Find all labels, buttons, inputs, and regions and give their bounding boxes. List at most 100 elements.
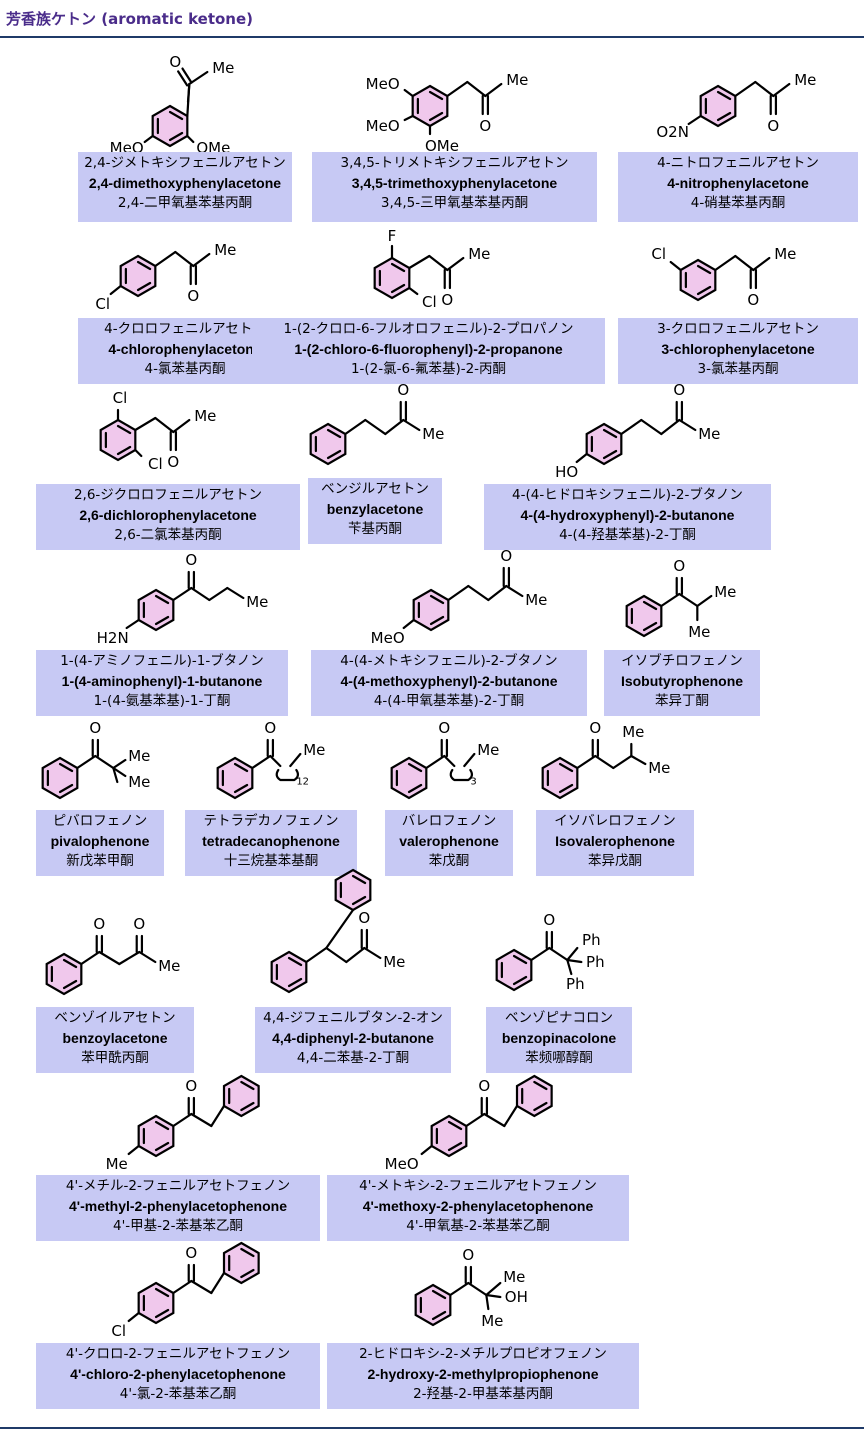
single-bond bbox=[594, 754, 615, 770]
japanese-name: 2-ヒドロキシ-2-メチルプロピオフェノン bbox=[359, 1346, 607, 1362]
aromatic-double-bond bbox=[512, 975, 528, 986]
single-bond bbox=[109, 284, 122, 296]
japanese-name: イソバレロフェノン bbox=[554, 813, 676, 829]
single-bond bbox=[485, 1281, 502, 1297]
english-name: 2,4-dimethoxyphenylacetone bbox=[88, 175, 282, 191]
single-bond bbox=[188, 70, 209, 86]
chinese-name: 1-(2-氯-6-氟苯基)-2-丙酮 bbox=[350, 361, 507, 377]
single-bond bbox=[660, 418, 681, 436]
aromatic-double-bond bbox=[62, 958, 78, 969]
compound-label-box: イソバレロフェノン Isovalerophenone 苯异戊酮 bbox=[536, 810, 694, 876]
chinese-name: 4-氯苯基丙酮 bbox=[144, 361, 226, 377]
single-bond bbox=[172, 1112, 193, 1128]
aromatic-double-bond bbox=[558, 783, 574, 794]
single-bond bbox=[192, 252, 211, 268]
atom-label: Me bbox=[503, 1268, 525, 1286]
aromatic-double-bond bbox=[642, 600, 658, 611]
aromatic-double-bond bbox=[390, 283, 406, 294]
aromatic-double-bond bbox=[390, 262, 406, 273]
single-bond bbox=[446, 80, 469, 98]
atom-label: Me bbox=[525, 591, 547, 609]
single-bond bbox=[483, 1112, 506, 1128]
aromatic-double-bond bbox=[240, 1101, 255, 1112]
aromatic-double-bond bbox=[533, 1080, 548, 1091]
japanese-name: ベンジルアセトン bbox=[321, 481, 429, 497]
japanese-name: 4'-メトキシ-2-フェニルアセトフェノン bbox=[359, 1178, 597, 1194]
chinese-name: 新戊苯甲酮 bbox=[66, 853, 134, 869]
aromatic-double-bond bbox=[429, 594, 445, 605]
aromatic-double-bond bbox=[233, 783, 249, 794]
single-bond bbox=[134, 416, 157, 432]
aromatic-double-bond bbox=[428, 90, 444, 101]
english-name: benzopinacolone bbox=[501, 1030, 617, 1046]
chinese-name: 4'-甲基-2-苯基苯乙酮 bbox=[112, 1218, 243, 1234]
single-bond bbox=[112, 766, 127, 778]
single-bond bbox=[566, 958, 573, 976]
japanese-name: 1-(2-クロロ-6-フルオロフェニル)-2-プロパノン bbox=[283, 321, 574, 337]
japanese-name: 4-クロロフェニルアセトン bbox=[104, 321, 266, 337]
atom-label: Cl bbox=[113, 389, 128, 407]
japanese-name: 2,6-ジクロロフェニルアセトン bbox=[73, 487, 263, 503]
atom-label: H2N bbox=[97, 629, 129, 647]
single-bond bbox=[408, 254, 431, 270]
japanese-name: テトラデカノフェノン bbox=[203, 813, 339, 829]
atom-label: O bbox=[500, 547, 512, 565]
single-bond bbox=[505, 584, 524, 598]
atom-label: O bbox=[185, 1077, 197, 1095]
aromatic-double-bond bbox=[154, 1287, 170, 1298]
single-bond bbox=[772, 82, 791, 98]
aromatic-double-bond bbox=[168, 110, 184, 121]
chinese-name: 2,4-二甲氧基苯基丙酮 bbox=[117, 195, 253, 211]
atom-label: Me bbox=[481, 1312, 503, 1330]
page-header: 芳香族ケトン (aromatic ketone) bbox=[0, 0, 864, 38]
chinese-name: 2,6-二氯苯基丙酮 bbox=[114, 527, 222, 543]
aromatic-double-bond bbox=[58, 783, 74, 794]
chinese-name: 4-(4-羟基苯基)-2-丁酮 bbox=[559, 527, 696, 543]
repeat-bracket bbox=[275, 768, 300, 782]
footer-divider bbox=[0, 1427, 864, 1429]
single-bond bbox=[487, 584, 508, 602]
atom-label: O bbox=[747, 291, 759, 309]
atom-label: O bbox=[167, 453, 179, 471]
aromatic-double-bond bbox=[58, 762, 74, 773]
aromatic-double-bond bbox=[168, 131, 184, 142]
aromatic-double-bond bbox=[116, 445, 132, 456]
atom-label: O bbox=[169, 53, 181, 71]
single-bond bbox=[640, 418, 663, 436]
single-bond bbox=[190, 586, 211, 602]
chinese-name: 苄基丙酮 bbox=[348, 521, 402, 537]
atom-label: Cl bbox=[95, 295, 110, 313]
single-bond bbox=[344, 418, 367, 436]
structure-diagram: OMe bbox=[309, 381, 444, 466]
chinese-name: 1-(4-氨基苯基)-1-丁酮 bbox=[93, 693, 231, 709]
english-name: Isovalerophenone bbox=[555, 833, 675, 849]
single-bond bbox=[566, 946, 579, 962]
single-bond bbox=[446, 256, 465, 272]
english-name: 2-hydroxy-2-methylpropiophenone bbox=[367, 1366, 599, 1382]
single-bond bbox=[186, 82, 191, 104]
single-bond bbox=[186, 134, 195, 144]
english-name: valerophenone bbox=[399, 833, 499, 849]
page-title: 芳香族ケトン (aromatic ketone) bbox=[6, 10, 254, 28]
atom-label: Me bbox=[383, 953, 405, 971]
atom-label: Me bbox=[794, 71, 816, 89]
single-bond bbox=[463, 752, 476, 768]
chinese-name: 苯异戊酮 bbox=[588, 853, 642, 869]
single-bond bbox=[174, 250, 195, 268]
aromatic-double-bond bbox=[429, 615, 445, 626]
english-name: 4'-methoxy-2-phenylacetophenone bbox=[362, 1198, 594, 1214]
aromatic-double-bond bbox=[431, 1310, 447, 1321]
single-bond bbox=[94, 754, 115, 770]
single-bond bbox=[172, 586, 193, 602]
english-name: benzoylacetone bbox=[62, 1030, 168, 1046]
english-name: 4-(4-methoxyphenyl)-2-butanone bbox=[340, 673, 558, 689]
aromatic-double-bond bbox=[136, 260, 152, 271]
